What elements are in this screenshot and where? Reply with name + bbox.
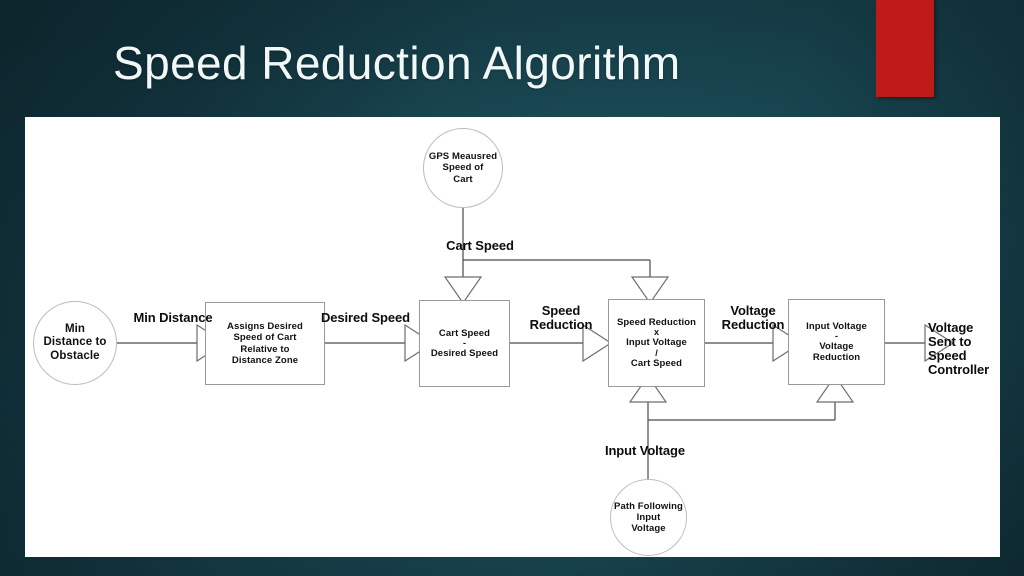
node-path-following-input-voltage[interactable]: Path Following Input Voltage	[610, 479, 687, 556]
edge-label-cart-speed: Cart Speed	[425, 225, 535, 253]
node-input-voltage-minus-voltage-reduction[interactable]: Input Voltage - Voltage Reduction	[788, 299, 885, 385]
minus-operator-icon: -	[462, 338, 467, 348]
divide-operator-icon: /	[655, 347, 658, 358]
node-gps-measured-speed-label: GPS Meausred Speed of Cart	[428, 151, 498, 185]
node-assigns-desired-speed[interactable]: Assigns Desired Speed of Cart Relative t…	[205, 302, 325, 385]
edge-label-input-voltage-text: Input Voltage	[604, 443, 686, 459]
edge-label-desired-speed: Desired Speed	[303, 297, 428, 325]
block-diagram: Min Distance to Obstacle GPS Meausred Sp…	[25, 117, 1000, 557]
node-output-voltage-sent-to-speed-controller-label: Voltage Sent to Speed Controller	[928, 320, 990, 378]
edge-label-cart-speed-text: Cart Speed	[446, 238, 514, 254]
edge-label-speed-reduction: Speed Reduction	[515, 290, 607, 332]
edge-label-speed-reduction-text: Speed Reduction	[529, 303, 593, 333]
edge-label-min-distance: Min Distance	[118, 297, 228, 325]
node-cart-speed-minus-desired-speed[interactable]: Cart Speed - Desired Speed	[419, 300, 510, 387]
node-min-distance-to-obstacle-label: Min Distance to Obstacle	[43, 322, 107, 362]
node-input-voltage-minus-voltage-reduction-line2: Voltage Reduction	[812, 340, 861, 364]
node-path-following-input-voltage-label: Path Following Input Voltage	[614, 500, 683, 535]
node-speed-reduction-formula-line2: Input Voltage	[626, 337, 687, 349]
node-speed-reduction-formula-line1: Speed Reduction	[616, 317, 697, 329]
page-title: Speed Reduction Algorithm	[113, 37, 681, 89]
node-speed-reduction-formula-line3: Cart Speed	[630, 357, 683, 369]
edge-label-voltage-reduction: Voltage Reduction	[707, 290, 799, 332]
node-gps-measured-speed[interactable]: GPS Meausred Speed of Cart	[423, 128, 503, 208]
edge-label-voltage-reduction-text: Voltage Reduction	[721, 303, 785, 333]
node-output-voltage-sent-to-speed-controller: Voltage Sent to Speed Controller	[928, 307, 1000, 377]
multiply-operator-icon: x	[653, 327, 660, 338]
node-assigns-desired-speed-label: Assigns Desired Speed of Cart Relative t…	[227, 321, 303, 366]
edge-label-desired-speed-text: Desired Speed	[320, 310, 410, 326]
node-speed-reduction-formula[interactable]: Speed Reduction x Input Voltage / Cart S…	[608, 299, 705, 387]
node-cart-speed-minus-desired-speed-line2: Desired Speed	[430, 348, 499, 359]
accent-bar-decoration	[876, 0, 934, 97]
node-min-distance-to-obstacle[interactable]: Min Distance to Obstacle	[33, 301, 117, 385]
diagram-panel: Min Distance to Obstacle GPS Meausred Sp…	[25, 117, 1000, 557]
edge-label-min-distance-text: Min Distance	[133, 310, 213, 326]
node-cart-speed-minus-desired-speed-line1: Cart Speed	[438, 327, 491, 339]
edge-label-input-voltage: Input Voltage	[555, 430, 735, 458]
node-input-voltage-minus-voltage-reduction-line1: Input Voltage	[806, 320, 867, 332]
minus-operator-icon: -	[834, 330, 839, 341]
